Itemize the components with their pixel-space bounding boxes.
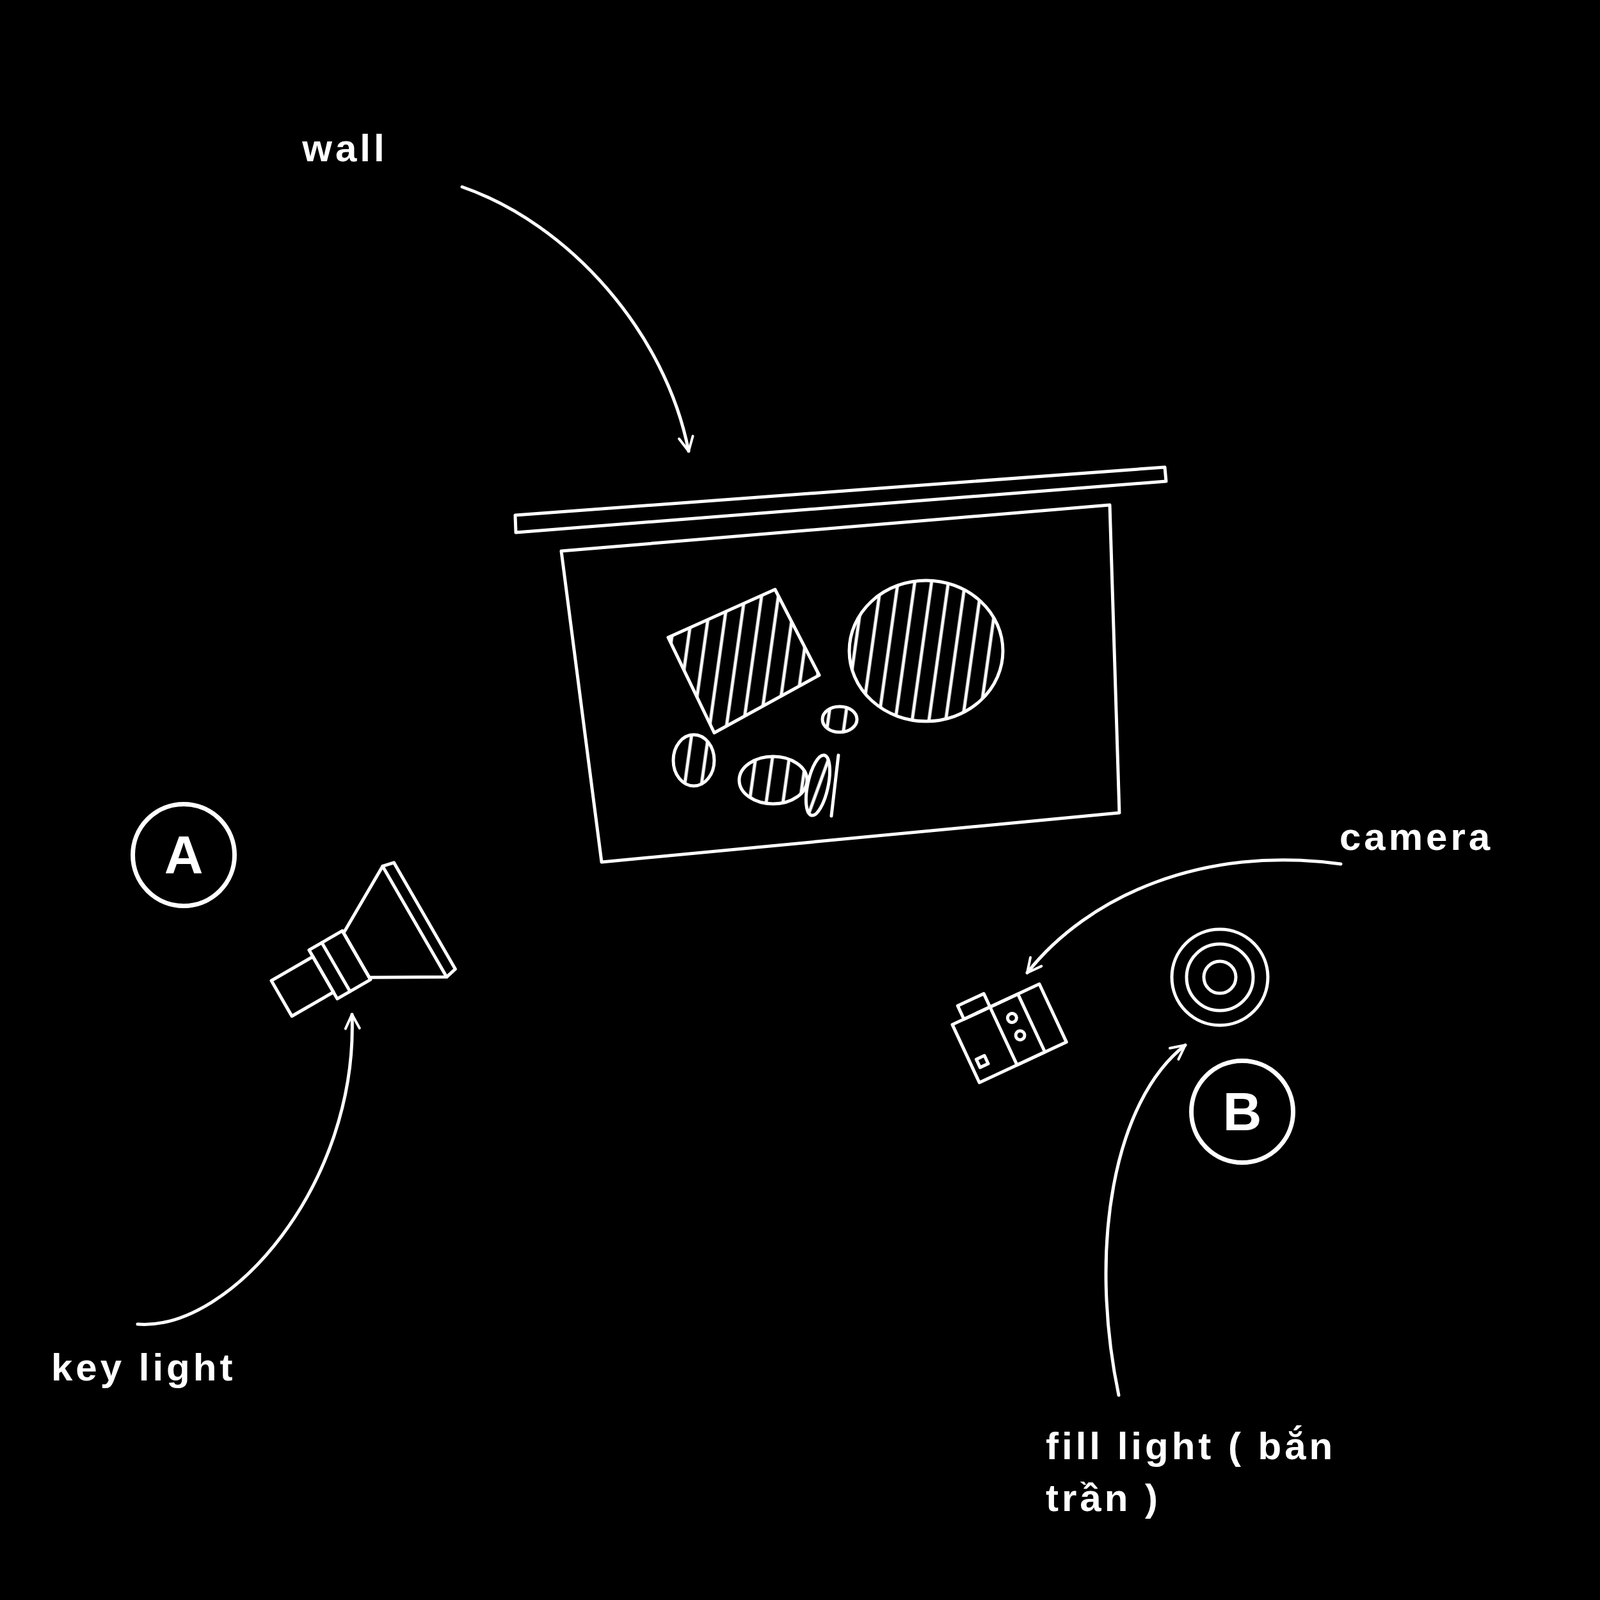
part-label: camera <box>1339 810 1494 863</box>
letter-circle: A <box>130 801 237 909</box>
wall-art <box>668 580 1003 818</box>
fill-light-icon <box>1171 929 1268 1026</box>
wall-panel <box>561 504 1120 863</box>
part-label: wall <box>302 122 388 175</box>
callout-letter: B <box>1223 1084 1263 1139</box>
callout-letter: A <box>164 828 204 882</box>
part-label: key light <box>51 1341 236 1394</box>
leader-arrow <box>1105 1045 1186 1396</box>
leader-arrow <box>462 186 689 452</box>
letter-circle: B <box>1189 1058 1296 1165</box>
part-label: fill light ( bắn trần ) <box>1045 1420 1347 1524</box>
leader-arrow <box>1027 860 1341 973</box>
leader-arrow <box>137 1014 352 1325</box>
camera-icon <box>945 970 1067 1083</box>
wall-bar <box>515 467 1167 533</box>
